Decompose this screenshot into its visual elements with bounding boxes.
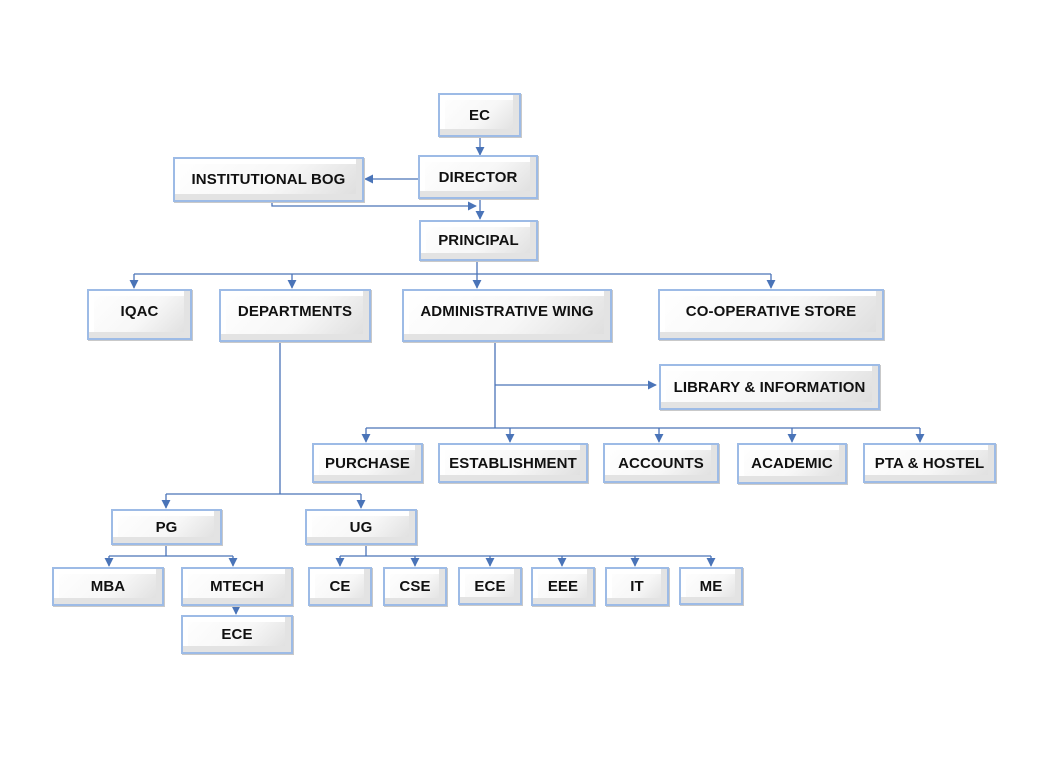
node-library-information-label: LIBRARY & INFORMATION xyxy=(673,378,866,396)
node-mtech-label: MTECH xyxy=(210,578,264,595)
node-library-information: LIBRARY & INFORMATION xyxy=(659,364,880,410)
node-ug: UG xyxy=(305,509,417,545)
node-me: ME xyxy=(679,567,743,605)
node-departments-label: DEPARTMENTS xyxy=(237,303,353,320)
node-pg-label: PG xyxy=(155,518,178,536)
node-ug-label: UG xyxy=(349,518,373,536)
node-me-label: ME xyxy=(699,577,723,595)
node-purchase-label: PURCHASE xyxy=(325,454,410,472)
node-pg: PG xyxy=(111,509,222,545)
node-mtech-ece-label: ECE xyxy=(221,626,253,643)
node-accounts-label: ACCOUNTS xyxy=(618,454,704,472)
node-iqac-label: IQAC xyxy=(120,303,159,320)
node-ce-label: CE xyxy=(329,578,351,595)
node-ug-ece: ECE xyxy=(458,567,522,605)
node-eee-label: EEE xyxy=(547,578,579,595)
node-principal: PRINCIPAL xyxy=(419,220,538,261)
node-pta-hostel-label: PTA & HOSTEL xyxy=(874,454,985,472)
node-principal-label: PRINCIPAL xyxy=(438,232,519,249)
node-iqac: IQAC xyxy=(87,289,192,340)
node-ce: CE xyxy=(308,567,372,606)
node-establishment-label: ESTABLISHMENT xyxy=(449,454,577,472)
node-accounts: ACCOUNTS xyxy=(603,443,719,483)
node-mtech-ece: ECE xyxy=(181,615,293,654)
node-academic-label: ACADEMIC xyxy=(751,455,833,472)
node-director-label: DIRECTOR xyxy=(438,168,518,186)
node-eee: EEE xyxy=(531,567,595,606)
connector-bog-principal xyxy=(271,201,477,211)
node-ec-label: EC xyxy=(468,106,491,124)
node-cse-label: CSE xyxy=(399,578,431,595)
node-administrative-wing: ADMINISTRATIVE WING xyxy=(402,289,612,342)
node-cooperative-store: CO-OPERATIVE STORE xyxy=(658,289,884,340)
node-cse: CSE xyxy=(383,567,447,606)
node-it-label: IT xyxy=(630,578,644,595)
node-academic: ACADEMIC xyxy=(737,443,847,484)
node-departments: DEPARTMENTS xyxy=(219,289,371,342)
node-institutional-bog: INSTITUTIONAL BOG xyxy=(173,157,364,202)
node-mtech: MTECH xyxy=(181,567,293,606)
node-cooperative-store-label: CO-OPERATIVE STORE xyxy=(685,303,857,320)
node-mba: MBA xyxy=(52,567,164,606)
node-purchase: PURCHASE xyxy=(312,443,423,483)
node-it: IT xyxy=(605,567,669,606)
node-mba-label: MBA xyxy=(90,578,126,595)
node-institutional-bog-label: INSTITUTIONAL BOG xyxy=(191,171,346,188)
node-ec: EC xyxy=(438,93,521,137)
node-director: DIRECTOR xyxy=(418,155,538,199)
node-administrative-wing-label: ADMINISTRATIVE WING xyxy=(420,303,594,320)
node-establishment: ESTABLISHMENT xyxy=(438,443,588,483)
node-pta-hostel: PTA & HOSTEL xyxy=(863,443,996,483)
node-ug-ece-label: ECE xyxy=(474,577,506,595)
